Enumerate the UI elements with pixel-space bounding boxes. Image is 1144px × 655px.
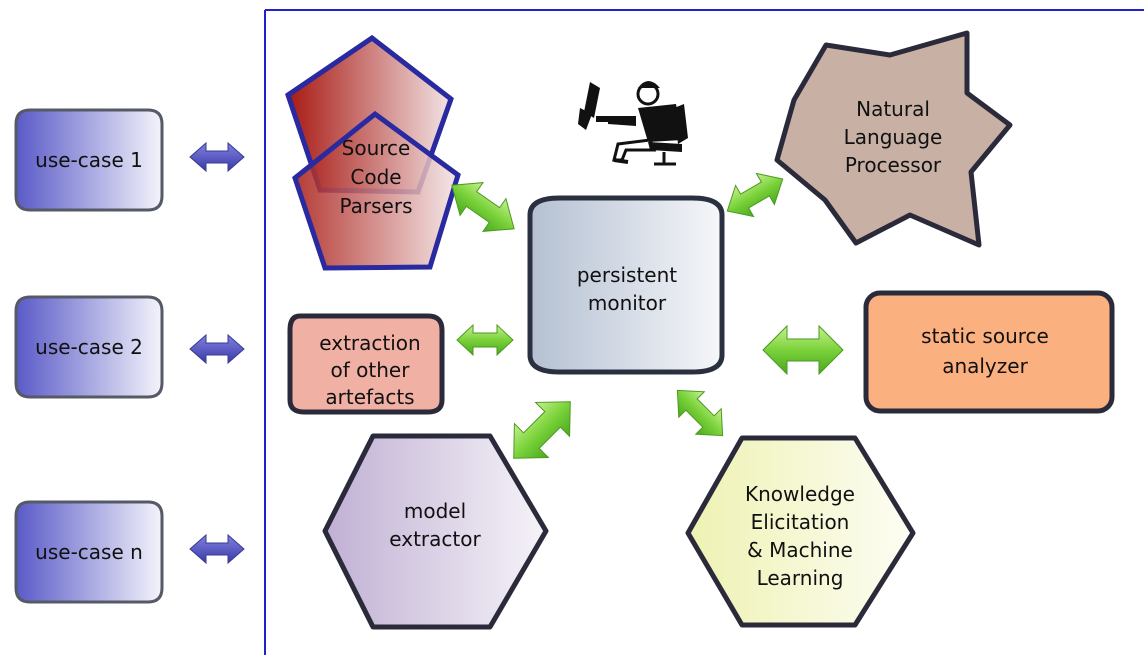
use-case-2-label: use-case 2 bbox=[35, 335, 143, 359]
arrow-parsers-monitor bbox=[451, 181, 515, 233]
knowledge-elicitation-machine-learning[interactable]: Knowledge Elicitation & Machine Learning bbox=[685, 435, 916, 628]
arrow-extraction-monitor bbox=[456, 323, 514, 357]
knowledge-line-1: Knowledge bbox=[745, 482, 855, 506]
nlp-line-2: Language bbox=[844, 125, 943, 149]
arrow-analyzer-monitor bbox=[762, 324, 844, 376]
natural-language-processor[interactable]: Natural Language Processor bbox=[774, 30, 1013, 248]
arrow-model-monitor bbox=[513, 401, 571, 459]
use-case-1[interactable]: use-case 1 bbox=[14, 108, 164, 212]
use-case-1-label: use-case 1 bbox=[35, 148, 143, 172]
model-line-1: model bbox=[404, 499, 466, 523]
parsers-line-2: Code bbox=[350, 165, 401, 189]
extraction-line-3: artefacts bbox=[325, 385, 414, 409]
model-extractor[interactable]: model extractor bbox=[322, 433, 549, 630]
use-case-n-label: use-case n bbox=[35, 540, 143, 564]
knowledge-line-3: & Machine bbox=[747, 538, 853, 562]
use-case-2[interactable]: use-case 2 bbox=[14, 295, 164, 399]
use-case-2-double-arrow bbox=[189, 333, 245, 365]
analyzer-line-2: analyzer bbox=[942, 354, 1028, 378]
arrow-knowledge-monitor bbox=[676, 389, 724, 437]
use-case-1-double-arrow bbox=[189, 141, 245, 173]
use-case-n[interactable]: use-case n bbox=[14, 500, 164, 604]
arrow-nlp-monitor bbox=[726, 172, 784, 218]
extraction-line-2: of other bbox=[331, 358, 411, 382]
monitor-line-1: persistent bbox=[577, 263, 677, 287]
source-code-parsers[interactable]: Source Code Parsers bbox=[285, 34, 461, 271]
persistent-monitor[interactable]: persistent monitor bbox=[527, 195, 725, 375]
nlp-line-1: Natural bbox=[856, 97, 930, 121]
analyzer-line-1: static source bbox=[921, 324, 1049, 348]
nlp-line-3: Processor bbox=[845, 153, 942, 177]
knowledge-line-2: Elicitation bbox=[751, 510, 850, 534]
extraction-line-1: extraction bbox=[319, 331, 420, 355]
static-source-analyzer[interactable]: static source analyzer bbox=[863, 290, 1115, 414]
monitor-line-2: monitor bbox=[588, 291, 667, 315]
parsers-line-1: Source bbox=[342, 136, 411, 160]
parser-pentagon-front bbox=[292, 110, 461, 271]
model-line-2: extractor bbox=[389, 527, 481, 551]
knowledge-line-4: Learning bbox=[757, 566, 844, 590]
user-at-computer-icon bbox=[578, 81, 688, 166]
extraction-of-other-artefacts[interactable]: extraction of other artefacts bbox=[287, 313, 445, 415]
parsers-line-3: Parsers bbox=[339, 194, 412, 218]
use-case-n-double-arrow bbox=[189, 533, 245, 565]
